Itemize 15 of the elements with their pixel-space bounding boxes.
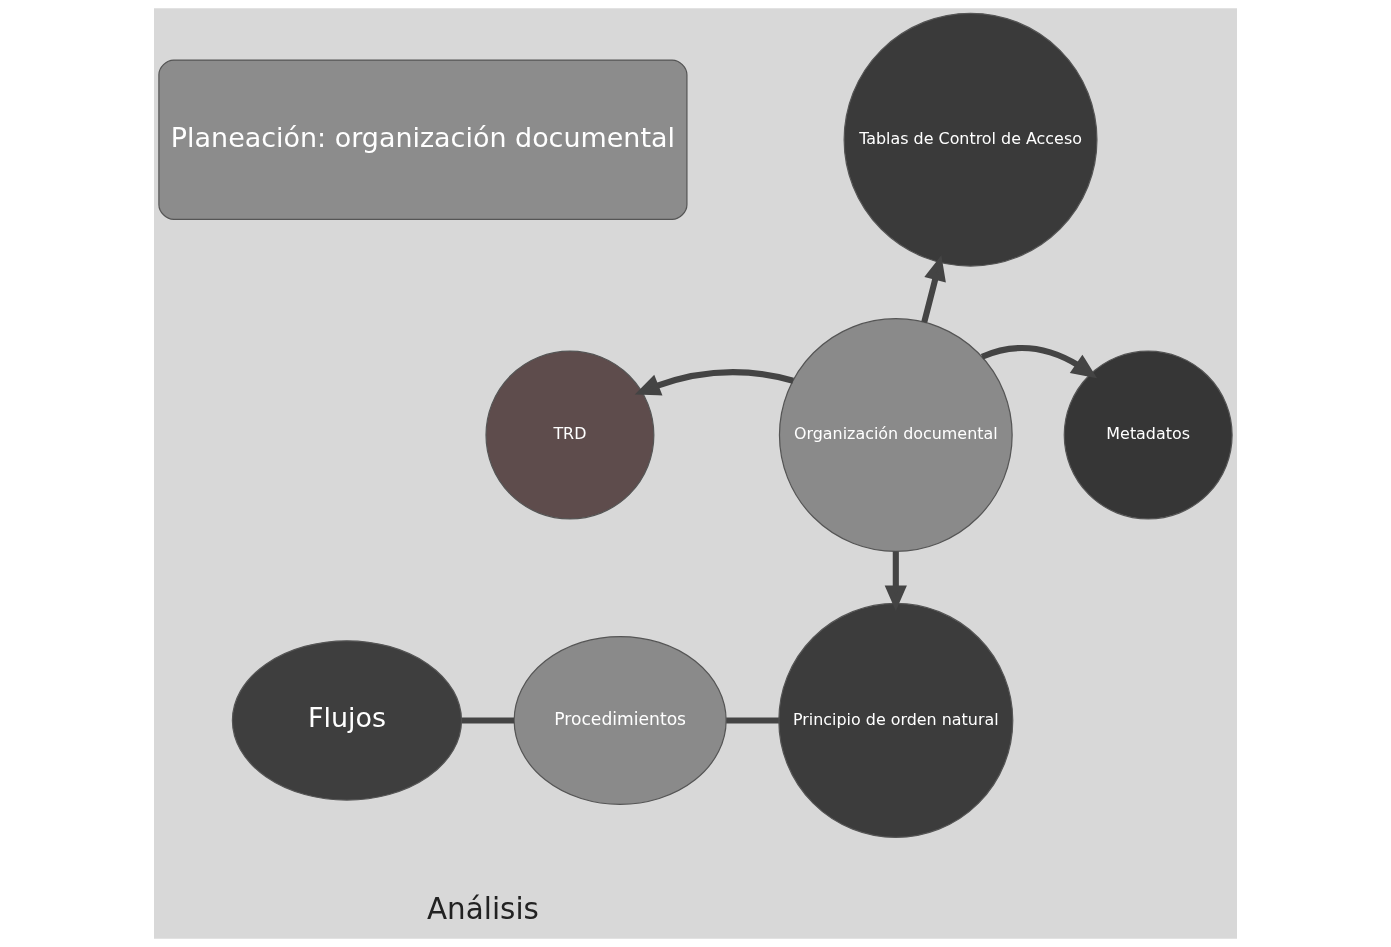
arrow (921, 255, 946, 324)
connector (726, 717, 779, 724)
node-circle: TRD (485, 350, 655, 520)
connector (461, 717, 514, 724)
arrow (884, 551, 907, 611)
label: Análisis (427, 892, 539, 927)
arrow (634, 369, 794, 396)
node-circle: Organización documental (778, 318, 1013, 552)
node-ellipse: Procedimientos (513, 635, 727, 805)
node-box: Planeación: organización documental (158, 59, 688, 220)
node-circle: Tablas de Control de Acceso (843, 12, 1098, 267)
node-ellipse: Flujos (231, 640, 463, 801)
node-circle: Principio de orden natural (778, 602, 1014, 838)
arrow (980, 344, 1098, 379)
node-circle: Metadatos (1063, 350, 1233, 520)
